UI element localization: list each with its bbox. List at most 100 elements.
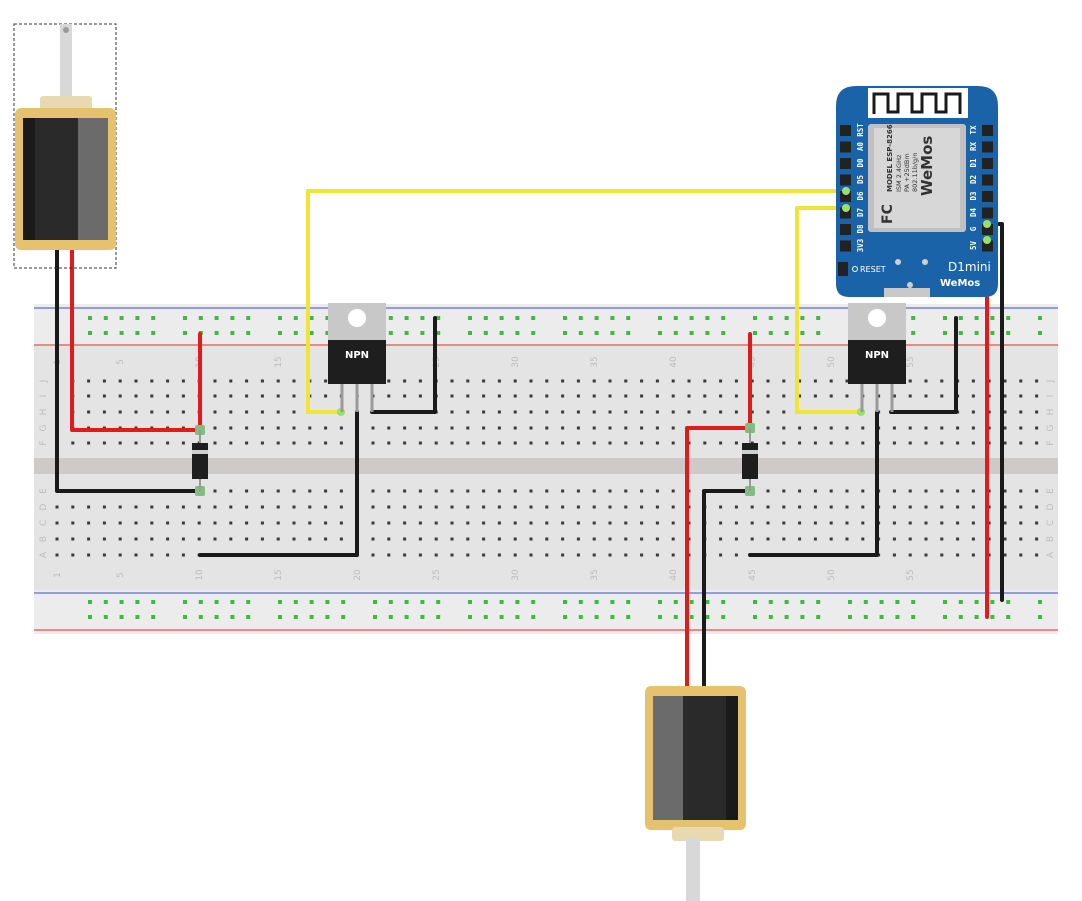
breadboard-hole xyxy=(798,441,802,445)
breadboard-hole xyxy=(719,505,723,509)
rail-hole xyxy=(911,600,916,604)
rail-hole xyxy=(309,615,314,619)
breadboard-hole xyxy=(719,553,723,557)
row-letter: H xyxy=(39,409,49,416)
breadboard-hole xyxy=(434,426,438,430)
breadboard-hole xyxy=(324,379,328,383)
rail-hole xyxy=(816,615,821,619)
breadboard-hole xyxy=(624,426,628,430)
breadboard-hole xyxy=(418,426,422,430)
reset-button[interactable] xyxy=(838,262,848,276)
reset-led-icon xyxy=(852,266,858,272)
rail-hole xyxy=(689,615,694,619)
header-pin xyxy=(840,240,851,252)
breadboard-hole xyxy=(134,379,138,383)
breadboard-hole xyxy=(719,394,723,398)
breadboard-hole xyxy=(292,521,296,525)
rail-hole xyxy=(515,331,520,335)
rail-hole xyxy=(420,615,425,619)
rail-hole xyxy=(721,331,726,335)
breadboard-hole xyxy=(561,521,565,525)
row-letter: A xyxy=(39,551,49,558)
breadboard-hole xyxy=(229,394,233,398)
breadboard-hole xyxy=(940,505,944,509)
rail-hole xyxy=(499,331,504,335)
row-letter: F xyxy=(39,440,49,445)
breadboard-hole xyxy=(497,426,501,430)
breadboard-hole xyxy=(1003,394,1007,398)
rail-hole xyxy=(943,316,947,320)
breadboard-hole xyxy=(102,537,106,541)
breadboard-hole xyxy=(734,441,738,445)
breadboard-hole xyxy=(782,410,786,414)
breadboard-hole xyxy=(971,505,975,509)
breadboard-hole xyxy=(1003,426,1007,430)
breadboard-hole xyxy=(102,505,106,509)
breadboard-hole xyxy=(655,553,659,557)
breadboard-hole xyxy=(845,537,849,541)
breadboard-hole xyxy=(956,537,960,541)
breadboard-hole xyxy=(576,426,580,430)
breadboard-hole xyxy=(1019,379,1023,383)
rail-hole xyxy=(974,600,979,604)
header-pin xyxy=(840,125,851,136)
breadboard-hole xyxy=(640,553,644,557)
rail-hole xyxy=(230,615,235,619)
rail-hole xyxy=(911,316,916,320)
pin-highlight xyxy=(983,220,991,228)
rail-hole xyxy=(468,615,472,619)
breadboard-hole xyxy=(1035,426,1039,430)
breadboard-hole xyxy=(71,441,75,445)
breadboard-hole xyxy=(229,426,233,430)
row-letter: H xyxy=(1046,409,1056,416)
breadboard-hole xyxy=(576,537,580,541)
rail-hole xyxy=(151,316,156,320)
rail-hole xyxy=(246,600,251,604)
breadboard-hole xyxy=(924,489,928,493)
breadboard-hole xyxy=(561,394,565,398)
rail-hole xyxy=(293,615,298,619)
breadboard-hole xyxy=(750,505,754,509)
breadboard-hole xyxy=(339,426,343,430)
breadboard-hole xyxy=(608,426,612,430)
diode-body xyxy=(192,443,208,479)
breadboard-hole xyxy=(497,489,501,493)
breadboard-hole xyxy=(924,521,928,525)
header-pin xyxy=(982,224,993,235)
rail-hole xyxy=(768,600,773,604)
breadboard-hole xyxy=(181,553,185,557)
breadboard-hole xyxy=(134,441,138,445)
breadboard-hole xyxy=(829,505,833,509)
breadboard-hole xyxy=(276,394,280,398)
rail-hole xyxy=(610,600,615,604)
rail-hole xyxy=(768,316,773,320)
rail-hole xyxy=(848,615,852,619)
breadboard-hole xyxy=(829,521,833,525)
breadboard-hole xyxy=(245,410,249,414)
breadboard-hole xyxy=(655,410,659,414)
breadboard-hole xyxy=(813,537,817,541)
rail-hole xyxy=(151,615,156,619)
spec-line: PA +25dBm xyxy=(903,153,911,192)
breadboard-hole xyxy=(608,379,612,383)
pin-label: 3V3 xyxy=(856,238,865,252)
breadboard-hole xyxy=(55,505,59,509)
breadboard-hole xyxy=(908,426,912,430)
solenoid-highlight xyxy=(653,696,683,820)
breadboard-hole xyxy=(403,521,407,525)
breadboard-hole xyxy=(276,521,280,525)
breadboard-hole xyxy=(134,410,138,414)
rail-hole xyxy=(879,615,884,619)
rail-hole xyxy=(1038,331,1042,335)
rail-hole xyxy=(800,600,805,604)
reset-label: RESET xyxy=(860,265,886,274)
breadboard-hole xyxy=(371,441,375,445)
rail-hole xyxy=(531,331,536,335)
breadboard-hole xyxy=(940,521,944,525)
breadboard-hole xyxy=(782,521,786,525)
breadboard-hole xyxy=(292,379,296,383)
breadboard-hole xyxy=(213,505,217,509)
rail-hole xyxy=(816,331,821,335)
breadboard-hole xyxy=(102,410,106,414)
